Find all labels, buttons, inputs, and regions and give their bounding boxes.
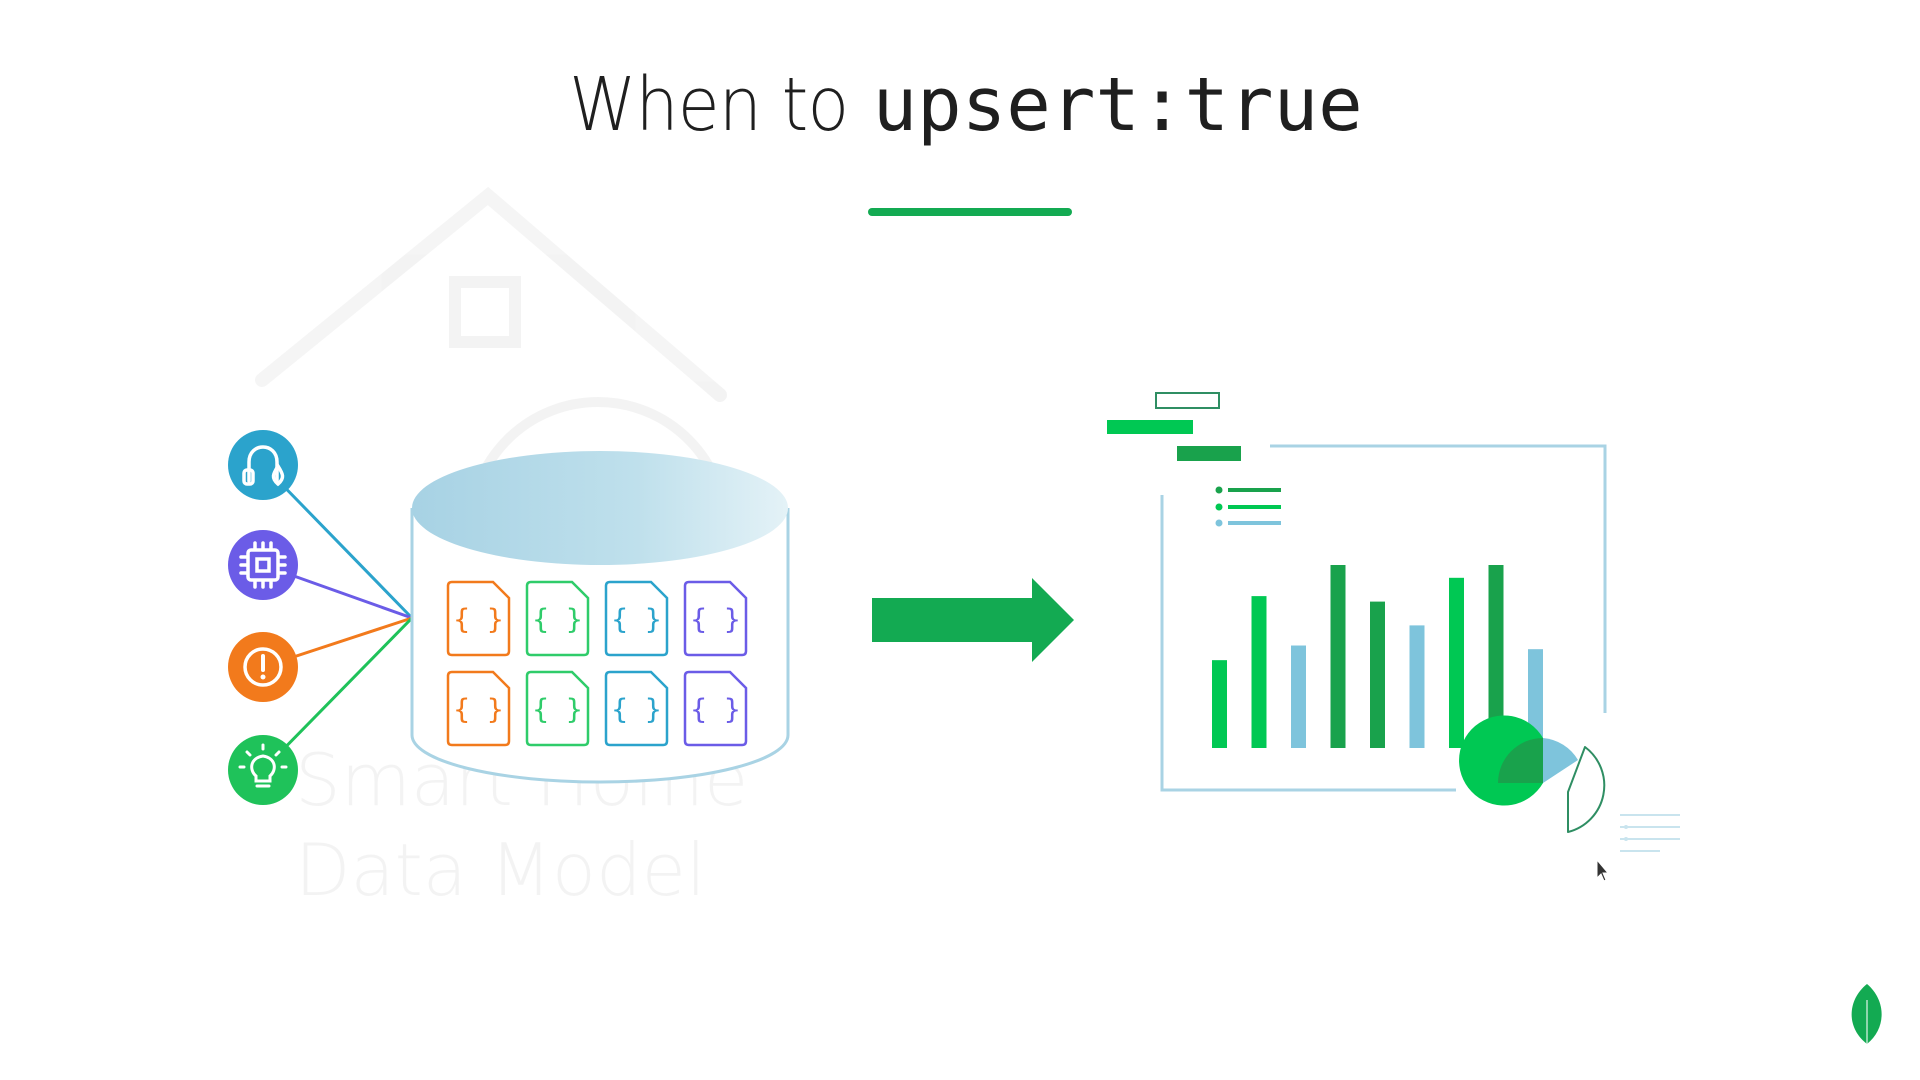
- floating-bar-dark: [1177, 446, 1241, 461]
- source-lightbulb: [228, 735, 298, 805]
- dashboard-bar: [1449, 577, 1464, 748]
- chip-icon: [239, 541, 287, 589]
- title-text: When to: [569, 62, 849, 148]
- dashboard-bar: [1409, 625, 1425, 748]
- document-braces-glyph: { }: [453, 603, 504, 636]
- dashboard-bar: [1488, 565, 1504, 748]
- document-braces-glyph: { }: [611, 603, 662, 636]
- connector-line-lightbulb: [261, 616, 414, 772]
- document-braces-glyph: { }: [532, 603, 583, 636]
- leaf-logo: [1851, 984, 1882, 1052]
- pie-chart: [1459, 715, 1606, 833]
- document-braces-glyph: { }: [690, 603, 741, 636]
- dashboard-bar: [1370, 601, 1385, 748]
- mouse-cursor-icon: [1596, 858, 1610, 882]
- json-document-icon: { }: [683, 580, 748, 657]
- json-document-icon: { }: [525, 670, 590, 747]
- faded-text-lines: [1620, 814, 1680, 852]
- source-alert: [228, 632, 298, 702]
- legend-list: [1215, 486, 1281, 527]
- flow-arrow: [872, 578, 1074, 662]
- chip-icon-bg: [228, 530, 298, 600]
- lightbulb-icon: [238, 743, 288, 788]
- document-braces-glyph: { }: [453, 693, 504, 726]
- title-code: upsert:true: [872, 62, 1363, 148]
- slide-title: When to upsert:true: [0, 62, 1920, 148]
- pie-slice-dark: [1498, 738, 1543, 783]
- analytics-dashboard: [1107, 392, 1680, 852]
- json-document-icon: { }: [604, 670, 669, 747]
- dashboard-frame-right: [1270, 444, 1607, 713]
- json-document-icon: { }: [525, 580, 590, 657]
- dashboard-bar: [1212, 660, 1227, 748]
- source-chip: [228, 530, 298, 600]
- dashboard-frame-left: [1160, 495, 1456, 792]
- pie-slice-blue: [1543, 738, 1578, 783]
- document-braces-glyph: { }: [532, 693, 583, 726]
- document-grid: { } { } { } { } { } { } { } { }: [446, 580, 748, 747]
- json-document-icon: { }: [604, 580, 669, 657]
- json-document-icon: { }: [446, 670, 511, 747]
- title-underline: [868, 208, 1072, 216]
- dashboard-bar: [1291, 645, 1306, 748]
- dashboard-bar: [1251, 596, 1267, 748]
- watermark-line-2: Data Model: [295, 828, 706, 912]
- connector-lines: [261, 463, 414, 772]
- headphones-icon-bg: [228, 430, 298, 500]
- floating-label-box: [1155, 392, 1220, 409]
- alert-icon: [243, 647, 283, 687]
- house-roof-outline: [255, 186, 727, 402]
- json-document-icon: { }: [683, 670, 748, 747]
- json-document-icon: { }: [446, 580, 511, 657]
- database-top: [412, 451, 788, 565]
- source-headphones: [228, 430, 298, 500]
- pie-slice-exploded: [1567, 746, 1606, 833]
- connector-line-headphones: [261, 463, 414, 620]
- headphones-icon: [242, 445, 285, 487]
- document-braces-glyph: { }: [611, 693, 662, 726]
- document-braces-glyph: { }: [690, 693, 741, 726]
- house-window-outline: [449, 276, 521, 348]
- lightbulb-icon-bg: [228, 735, 298, 805]
- dashboard-bar: [1528, 649, 1543, 748]
- floating-bar-bright: [1107, 420, 1193, 434]
- bar-chart: [1212, 565, 1543, 748]
- dashboard-bar: [1330, 565, 1346, 748]
